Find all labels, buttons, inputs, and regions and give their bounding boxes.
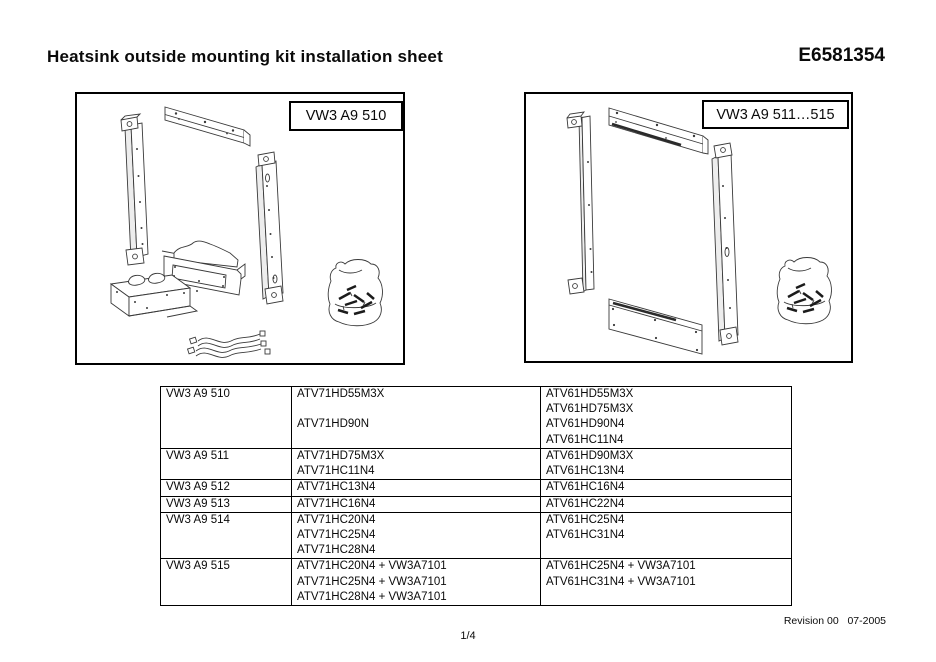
page-number: 1/4	[460, 630, 476, 642]
part-number: ATV61HD90N4	[546, 418, 625, 431]
bottom-plate	[608, 298, 703, 355]
kit-cell: VW3 A9 511	[160, 447, 292, 481]
part-number: ATV61HC31N4 + VW3A7101	[546, 575, 696, 588]
right-rail	[711, 142, 739, 346]
part-number: ATV71HD90N	[297, 418, 370, 431]
fan-tray	[109, 272, 199, 318]
kit-ref: VW3 A9 511	[166, 450, 230, 462]
atv71-cell: ATV71HD75M3X ATV71HC11N4	[291, 447, 541, 481]
part-number: ATV71HC11N4	[297, 465, 375, 478]
kit-ref: VW3 A9 514	[166, 513, 230, 526]
part-number: ATV71HC16N4	[297, 497, 376, 510]
right-rail	[255, 151, 284, 305]
kit-cell: VW3 A9 515	[160, 558, 292, 607]
atv71-cell: ATV71HC20N4 ATV71HC25N4 ATV71HC28N4	[291, 511, 541, 560]
part-number: ATV71HC28N4 + VW3A7101	[297, 590, 447, 603]
atv61-cell: ATV61HD90M3X ATV61HC13N4	[540, 447, 792, 481]
part-number: ATV61HC25N4	[546, 513, 625, 526]
kit-ref: VW3 A9 510	[166, 388, 230, 400]
screw-bag	[776, 257, 832, 325]
atv71-cell: ATV71HC13N4	[291, 479, 541, 497]
table-row: VW3 A9 510 ATV71HD55M3X ATV71HD90N ATV61…	[160, 386, 792, 449]
doc-number: E6581354	[798, 45, 885, 66]
table-row: VW3 A9 511 ATV71HD75M3X ATV71HC11N4 ATV6…	[160, 447, 792, 481]
table-row: VW3 A9 513 ATV71HC16N4 ATV61HC22N4	[160, 495, 792, 513]
part-number: ATV71HC28N4	[297, 544, 376, 557]
atv71-cell: ATV71HC16N4	[291, 495, 541, 513]
part-number: ATV71HC25N4 + VW3A7101	[297, 575, 447, 588]
atv61-cell: ATV61HC25N4 + VW3A7101 ATV61HC31N4 + VW3…	[540, 558, 792, 607]
part-number: ATV61HC31N4	[546, 529, 625, 542]
compatibility-table-wrap: VW3 A9 510 ATV71HD55M3X ATV71HD90N ATV61…	[160, 386, 792, 607]
kit-ref: VW3 A9 515	[166, 560, 230, 573]
table-row: VW3 A9 515 ATV71HC20N4 + VW3A7101 ATV71H…	[160, 558, 792, 607]
kit-ref: VW3 A9 513	[166, 497, 230, 510]
screw-bag	[327, 259, 383, 327]
part-number: ATV61HD90M3X	[546, 450, 634, 462]
part-number: ATV71HC25N4	[297, 529, 376, 542]
part-number: ATV71HC20N4 + VW3A7101	[297, 560, 447, 573]
revision-text: Revision 00 07-2005	[783, 615, 886, 627]
part-number: ATV61HC16N4	[546, 481, 625, 494]
power-cables	[186, 330, 271, 358]
left-rail	[566, 111, 595, 295]
top-bracket	[608, 107, 709, 155]
kit-cell: VW3 A9 512	[160, 479, 292, 497]
exploded-view-kit-510	[109, 106, 383, 358]
compatibility-table: VW3 A9 510 ATV71HD55M3X ATV71HD90N ATV61…	[160, 386, 792, 607]
atv61-cell: ATV61HC25N4 ATV61HC31N4	[540, 511, 792, 560]
kit-cell: VW3 A9 514	[160, 511, 292, 560]
part-number: ATV71HC13N4	[297, 481, 376, 494]
part-number: ATV61HC22N4	[546, 497, 625, 510]
diagram-label-510: VW3 A9 510	[289, 101, 403, 131]
atv61-cell: ATV61HD55M3X ATV61HD75M3X ATV61HD90N4 AT…	[540, 386, 792, 449]
atv71-cell: ATV71HC20N4 + VW3A7101 ATV71HC25N4 + VW3…	[291, 558, 541, 607]
part-number: ATV61HC25N4 + VW3A7101	[546, 560, 696, 573]
part-number: ATV61HD55M3X	[546, 388, 634, 400]
part-number: ATV71HD55M3X	[297, 388, 385, 400]
atv71-cell: ATV71HD55M3X ATV71HD90N	[291, 386, 541, 449]
control-module	[161, 240, 246, 296]
atv61-cell: ATV61HC22N4	[540, 495, 792, 513]
top-bracket	[164, 106, 251, 147]
page-title: Heatsink outside mounting kit installati…	[47, 47, 443, 66]
kit-cell: VW3 A9 513	[160, 495, 292, 513]
part-number: ATV61HC11N4	[546, 433, 624, 446]
part-number: ATV61HC13N4	[546, 465, 625, 478]
part-number: ATV71HD75M3X	[297, 450, 385, 462]
atv61-cell: ATV61HC16N4	[540, 479, 792, 497]
part-number: ATV61HD75M3X	[546, 403, 634, 416]
left-rail	[120, 113, 149, 266]
part-number: ATV71HC20N4	[297, 513, 376, 526]
diagram-kit-510: VW3 A9 510	[75, 92, 405, 365]
part-number	[297, 402, 536, 417]
exploded-view-kit-511-515	[566, 107, 832, 355]
kit-cell: VW3 A9 510	[160, 386, 292, 449]
diagram-label-511-515: VW3 A9 511…515	[702, 100, 849, 129]
table-row: VW3 A9 512 ATV71HC13N4 ATV61HC16N4	[160, 479, 792, 497]
kit-ref: VW3 A9 512	[166, 481, 230, 494]
diagram-kit-511-515: VW3 A9 511…515	[524, 92, 853, 363]
table-row: VW3 A9 514 ATV71HC20N4 ATV71HC25N4 ATV71…	[160, 511, 792, 560]
